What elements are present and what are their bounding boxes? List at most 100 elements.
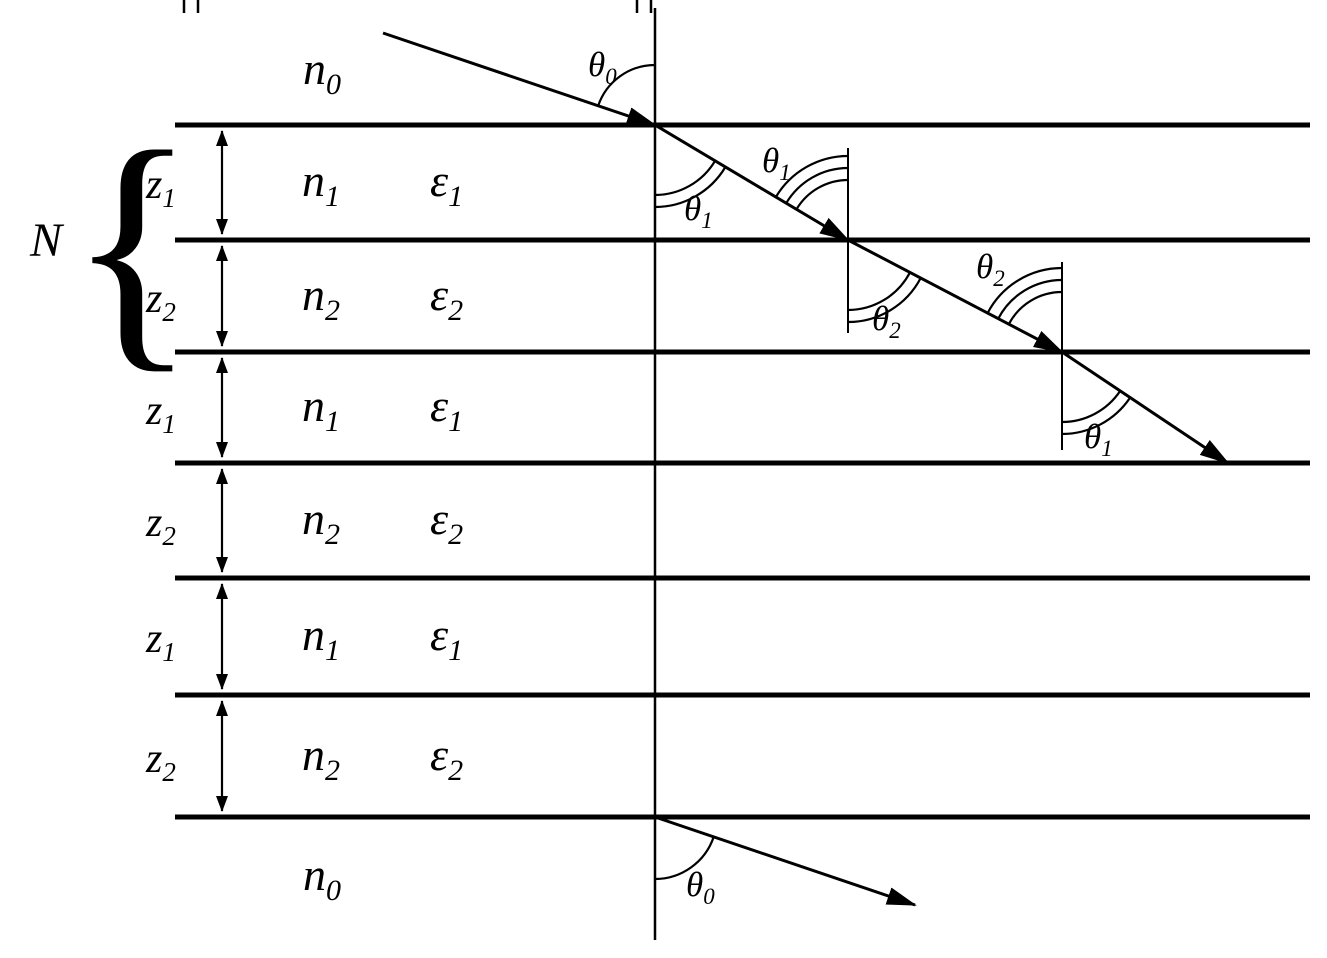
index-label-n2-a: n2 xyxy=(302,269,340,327)
n-sub: 2 xyxy=(325,294,340,327)
z-sub: 1 xyxy=(162,183,176,213)
ambient-top-sub: 0 xyxy=(326,68,341,101)
ambient-top-base: n xyxy=(303,43,326,94)
theta-sub: 1 xyxy=(701,208,713,233)
theta-sub: 2 xyxy=(993,266,1005,291)
angle-label-theta0-bottom: θ0 xyxy=(686,865,715,909)
n-base: n xyxy=(302,380,325,431)
angle-label-theta2-below-if2: θ2 xyxy=(872,299,901,343)
refracted-ray-layer3 xyxy=(1061,350,1230,465)
theta-sub: 2 xyxy=(889,318,901,343)
z-base: z xyxy=(145,276,162,322)
theta-base: θ xyxy=(1084,417,1101,456)
theta-sub: 1 xyxy=(779,160,791,185)
theta-sub: 0 xyxy=(605,64,617,89)
n-sub: 1 xyxy=(325,405,340,438)
arc-theta1-above-if2 xyxy=(774,154,849,198)
arc-theta2-below-if2 xyxy=(847,271,911,312)
eps-sub: 2 xyxy=(448,518,463,551)
angle-label-theta1-below-if3: θ1 xyxy=(1084,417,1113,461)
arc-theta1-above-if2 xyxy=(795,178,849,210)
z-base: z xyxy=(145,388,162,434)
refracted-ray-layer2 xyxy=(847,238,1064,354)
arc-theta2-above-if3 xyxy=(997,278,1063,320)
z-base: z xyxy=(145,162,162,208)
n-sub: 1 xyxy=(325,634,340,667)
refracted-ray-layer1 xyxy=(654,123,850,242)
surface-normals xyxy=(653,8,1063,940)
n-base: n xyxy=(302,729,325,780)
index-label-n2-b: n2 xyxy=(302,493,340,551)
n-sub: 2 xyxy=(325,518,340,551)
arc-theta0-top xyxy=(597,63,656,107)
angle-label-theta0-top: θ0 xyxy=(588,45,617,89)
z-base: z xyxy=(145,500,162,546)
eps-base: ε xyxy=(430,493,449,544)
top-edge-artifact-marks xyxy=(182,0,653,13)
permittivity-label-eps2-c: ε2 xyxy=(430,729,463,787)
arc-theta2-above-if3 xyxy=(986,266,1063,314)
angle-label-theta1-below-if1: θ1 xyxy=(684,189,713,233)
eps-sub: 1 xyxy=(448,405,463,438)
angle-arcs xyxy=(597,63,1132,881)
theta-base: θ xyxy=(872,299,889,338)
angle-label-theta1-above-if2: θ1 xyxy=(762,141,791,185)
exit-ray xyxy=(654,815,917,907)
arc-theta1-above-if2 xyxy=(785,166,849,204)
thickness-label-z1-b: z1 xyxy=(145,388,176,439)
theta-base: θ xyxy=(684,189,701,228)
eps-base: ε xyxy=(430,155,449,206)
z-sub: 1 xyxy=(162,637,176,667)
period-count-label: N xyxy=(29,214,65,267)
n-base: n xyxy=(302,609,325,660)
permittivity-label-eps2-b: ε2 xyxy=(430,493,463,551)
angle-label-theta2-above-if3: θ2 xyxy=(976,247,1005,291)
index-label-n1-b: n1 xyxy=(302,380,340,438)
theta-base: θ xyxy=(588,45,605,84)
permittivity-label-eps2-a: ε2 xyxy=(430,269,463,327)
arc-theta0-bottom xyxy=(654,836,715,881)
n-base: n xyxy=(302,155,325,206)
z-sub: 1 xyxy=(162,409,176,439)
arc-theta1-below-if1 xyxy=(654,166,727,209)
theta-base: θ xyxy=(762,141,779,180)
thickness-label-z2-a: z2 xyxy=(145,276,176,327)
arc-theta2-below-if2 xyxy=(847,277,922,324)
permittivity-label-eps1-a: ε1 xyxy=(430,155,463,213)
ambient-bottom-sub: 0 xyxy=(326,874,341,907)
arc-theta1-below-if1 xyxy=(654,160,717,197)
eps-base: ε xyxy=(430,380,449,431)
light-ray xyxy=(382,31,1230,907)
thickness-label-z2-b: z2 xyxy=(145,500,176,551)
ambient-bottom-label: n0 xyxy=(303,849,341,907)
thickness-label-z1-c: z1 xyxy=(145,616,176,667)
period-brace: { xyxy=(68,97,197,394)
n-base: n xyxy=(302,269,325,320)
index-label-n2-c: n2 xyxy=(302,729,340,787)
theta-sub: 0 xyxy=(703,884,715,909)
z-sub: 2 xyxy=(162,757,176,787)
arc-theta1-below-if3 xyxy=(1061,396,1132,436)
eps-base: ε xyxy=(430,609,449,660)
theta-sub: 1 xyxy=(1101,436,1113,461)
z-sub: 2 xyxy=(162,297,176,327)
layer-boundaries xyxy=(175,122,1310,820)
eps-sub: 1 xyxy=(448,634,463,667)
index-label-n1-c: n1 xyxy=(302,609,340,667)
index-label-n1-a: n1 xyxy=(302,155,340,213)
theta-base: θ xyxy=(686,865,703,904)
permittivity-label-eps1-b: ε1 xyxy=(430,380,463,438)
z-sub: 2 xyxy=(162,521,176,551)
arc-theta2-above-if3 xyxy=(1007,290,1063,325)
ambient-bottom-base: n xyxy=(303,849,326,900)
thickness-label-z1-a: z1 xyxy=(145,162,176,213)
n-base: n xyxy=(302,493,325,544)
eps-sub: 1 xyxy=(448,180,463,213)
z-base: z xyxy=(145,616,162,662)
theta-base: θ xyxy=(976,247,993,286)
permittivity-label-eps1-c: ε1 xyxy=(430,609,463,667)
ambient-top-label: n0 xyxy=(303,43,341,101)
n-sub: 1 xyxy=(325,180,340,213)
